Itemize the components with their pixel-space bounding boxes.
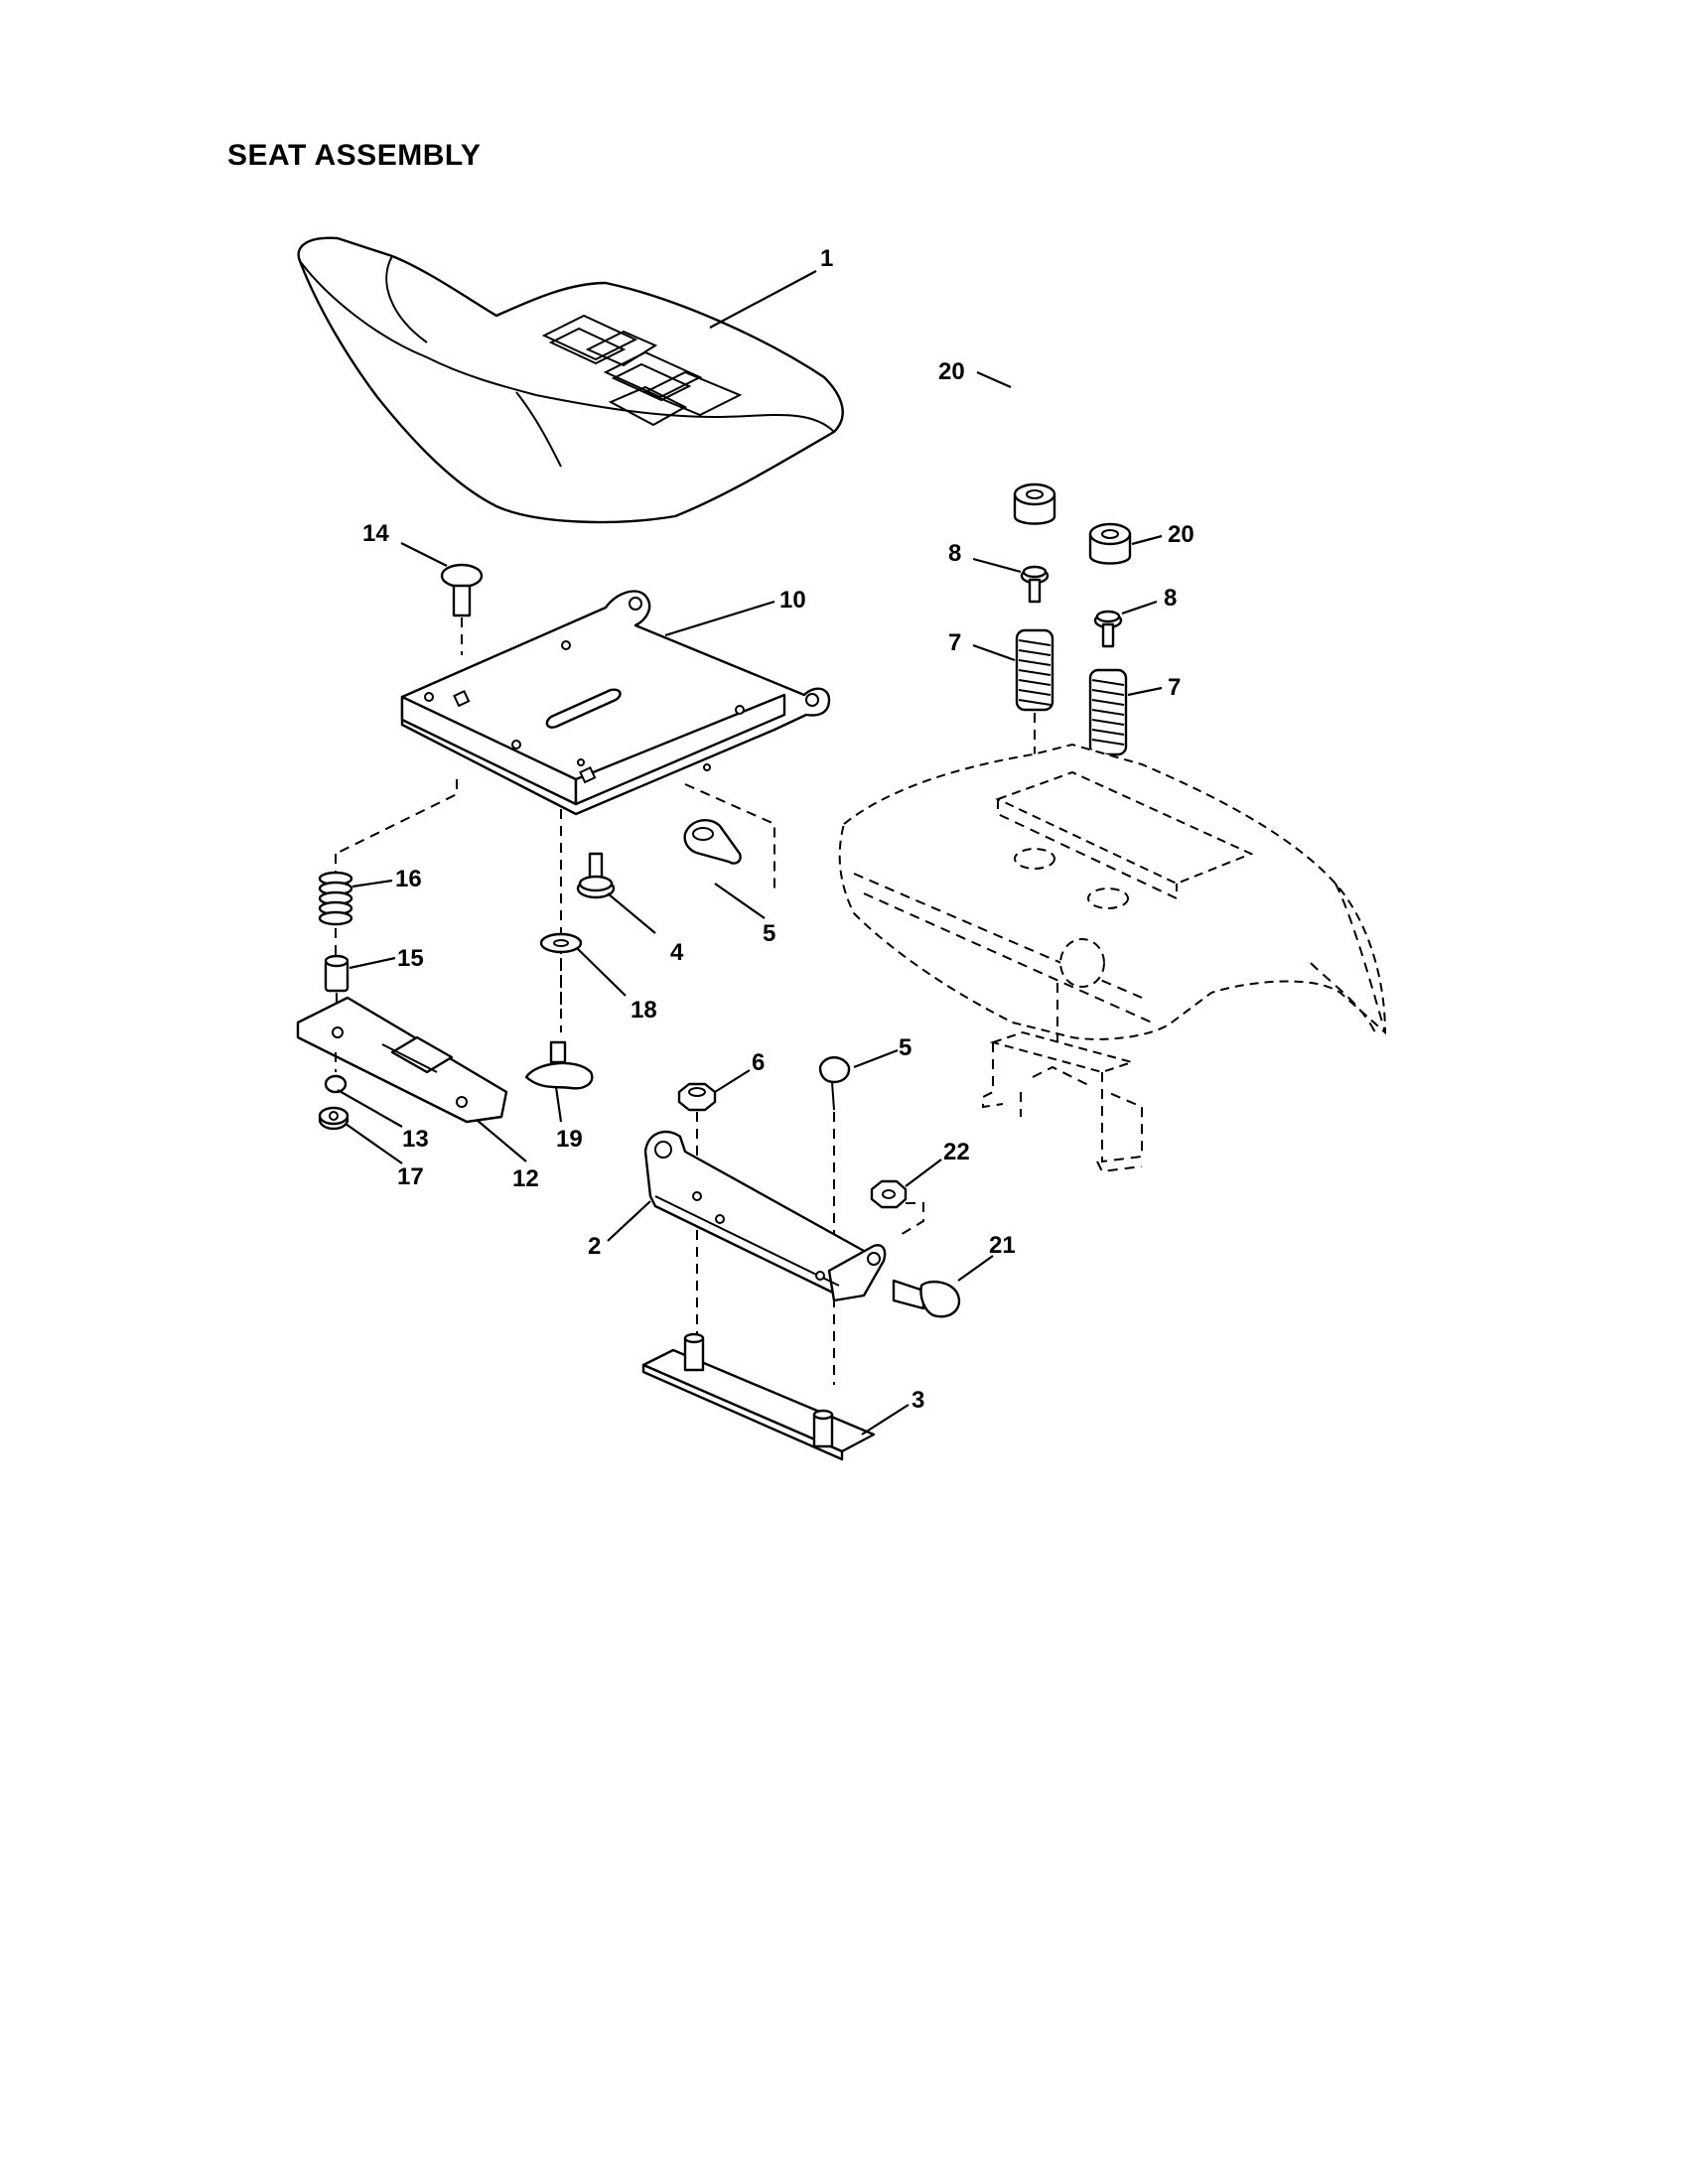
callout-1: 1 [820,245,833,272]
wing-knob [524,1040,594,1090]
callout-15: 15 [397,945,424,972]
seat-plate-right-guide [684,783,775,893]
flat-washer [539,932,583,1032]
callout-4: 4 [670,939,684,966]
slide-bracket [296,996,508,1124]
coil-spring [1088,668,1128,864]
callout-19: 19 [556,1126,583,1153]
seat-plate-left-guide [335,779,458,855]
callout-8: 8 [1164,585,1177,612]
shoulder-bolt [576,852,616,899]
carriage-bolt [440,563,484,655]
shoulder-bolt [892,1279,961,1318]
callout-6: 6 [752,1049,765,1076]
callout-20: 20 [1168,521,1194,548]
tractor-fender [838,743,1387,1042]
hex-nut [870,1179,924,1237]
callout-16: 16 [395,866,422,892]
hex-nut [677,1082,717,1370]
shoulder-bolt [1020,565,1050,604]
callout-21: 21 [989,1232,1016,1259]
base-plate [641,1332,876,1461]
callout-3: 3 [912,1387,924,1414]
callout-12: 12 [512,1165,539,1192]
shoulder-bolt [1093,610,1123,648]
leader-lines [337,270,1163,1435]
callout-5: 5 [763,920,775,947]
pivot-bracket [643,1130,887,1302]
callout-17: 17 [397,1163,424,1190]
callout-labels: 1 14 10 20 20 8 8 7 7 16 15 4 5 18 19 12… [362,245,1194,1414]
seat-plate [400,590,831,816]
compression-spring [318,854,353,955]
frame-bracket [982,1030,1143,1173]
bushing [1088,522,1132,565]
callout-7: 7 [948,629,961,656]
flange-nut [324,1052,348,1094]
callout-7: 7 [1168,674,1181,701]
bushing [1013,482,1056,525]
callout-18: 18 [631,997,657,1024]
callout-14: 14 [362,520,389,547]
callout-20: 20 [938,358,965,385]
lock-nut [318,1106,350,1131]
callout-5: 5 [899,1034,912,1061]
callout-2: 2 [588,1233,601,1260]
callout-8: 8 [948,540,961,567]
callout-10: 10 [779,587,806,614]
page-title: SEAT ASSEMBLY [227,139,482,172]
callout-13: 13 [402,1126,429,1153]
hairpin-clip [683,818,742,865]
hairpin-clip [818,1056,851,1385]
callout-22: 22 [943,1139,970,1165]
seat [297,236,844,524]
